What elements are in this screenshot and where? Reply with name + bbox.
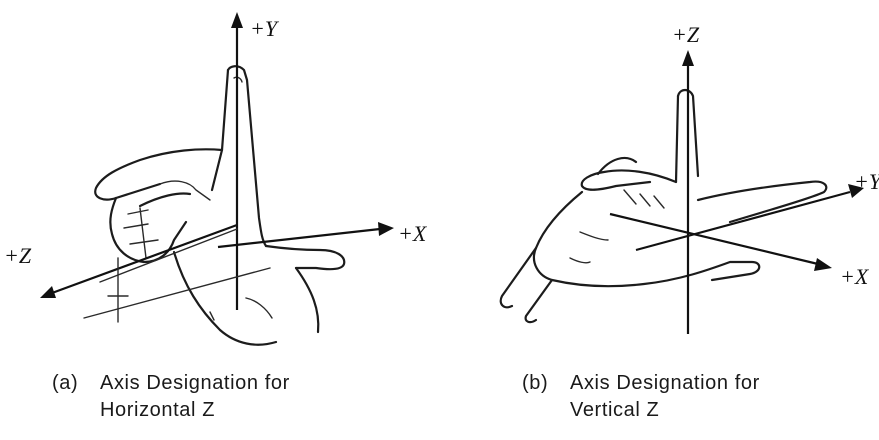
caption-b: (b)Axis Designation for Vertical Z: [522, 370, 760, 424]
z-axis-arrow: [40, 225, 237, 298]
z-axis-label: +Z: [672, 22, 700, 47]
caption-a-tag: (a): [52, 370, 100, 397]
y-axis-label: +Y: [250, 16, 280, 41]
hand-sketch-b: [501, 90, 827, 322]
perspective-guides-a: [84, 229, 270, 322]
panel-horizontal-z: +Y +X +Z (a)Axis Designation for Horizon…: [0, 0, 440, 440]
caption-a-line1: Axis Designation for: [100, 372, 290, 394]
x-axis-label: +X: [398, 221, 428, 246]
x-axis-arrow: [610, 214, 832, 271]
z-axis-label: +Z: [4, 243, 32, 268]
y-axis-label: +Y: [854, 169, 879, 194]
caption-b-line1: Axis Designation for: [570, 372, 760, 394]
x-axis-arrow: [218, 222, 394, 247]
panel-vertical-z: +Z +Y +X (b)Axis Designation for Vertica…: [440, 0, 879, 440]
x-axis-label: +X: [840, 264, 870, 289]
caption-b-tag: (b): [522, 370, 570, 397]
caption-a-line2: Horizontal Z: [52, 397, 290, 424]
caption-a: (a)Axis Designation for Horizontal Z: [52, 370, 290, 424]
hand-sketch-a: [95, 66, 344, 344]
caption-b-line2: Vertical Z: [522, 397, 760, 424]
y-axis-arrow: [231, 12, 243, 310]
